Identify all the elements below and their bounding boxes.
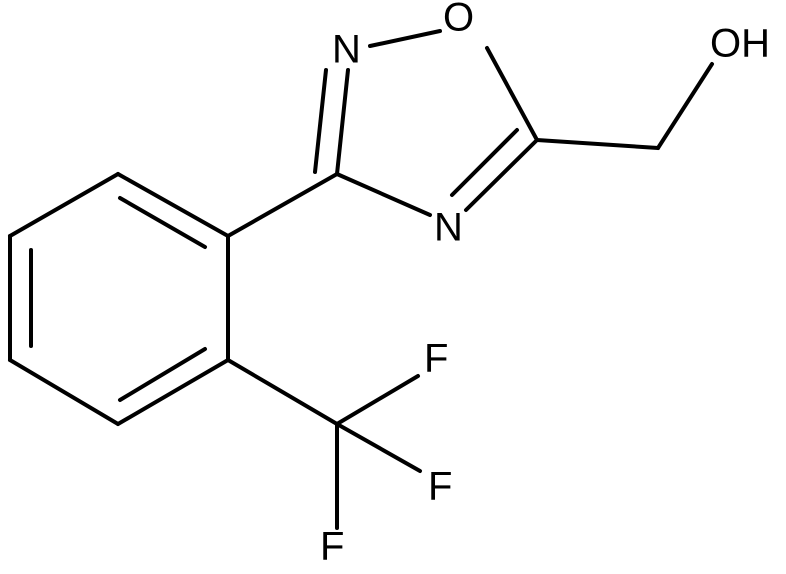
bond-c5-ch2 <box>535 138 660 150</box>
bond-c4-c5 <box>116 358 230 426</box>
bond-o1-c5 <box>485 46 539 142</box>
bond-c5-n4-double <box>450 128 519 197</box>
bond-c-f1 <box>335 374 420 426</box>
atom-label-f2: F <box>428 465 452 509</box>
atom-label-f1: F <box>424 337 448 381</box>
bond-c1-c2 <box>8 172 120 238</box>
atom-label-n2: N <box>332 28 361 72</box>
bond-ch2-oh <box>656 62 714 150</box>
double-bond-inner-1 <box>118 196 207 249</box>
atom-label-o1: O <box>443 0 474 40</box>
bond-c2-c3 <box>116 172 230 238</box>
atom-label-n4: N <box>434 206 463 250</box>
atom-label-oh: OH <box>710 22 770 66</box>
benzene-ring <box>8 172 230 426</box>
bond-c5-c6 <box>8 358 120 426</box>
bond-aryl-c3 <box>226 172 339 238</box>
double-bond-inner-2 <box>118 347 207 402</box>
bond-aryl-cf3 <box>226 358 339 426</box>
bond-c3-n2-double <box>313 68 328 174</box>
bond-c-f2 <box>335 422 422 473</box>
atom-label-f3: F <box>320 525 344 569</box>
bond-c3-n2 <box>335 68 350 176</box>
oxadiazole-ring <box>313 29 539 217</box>
bond-n4-c3 <box>335 172 432 217</box>
bond-c5-n4 <box>464 138 539 212</box>
bond-n2-o1 <box>368 29 442 48</box>
